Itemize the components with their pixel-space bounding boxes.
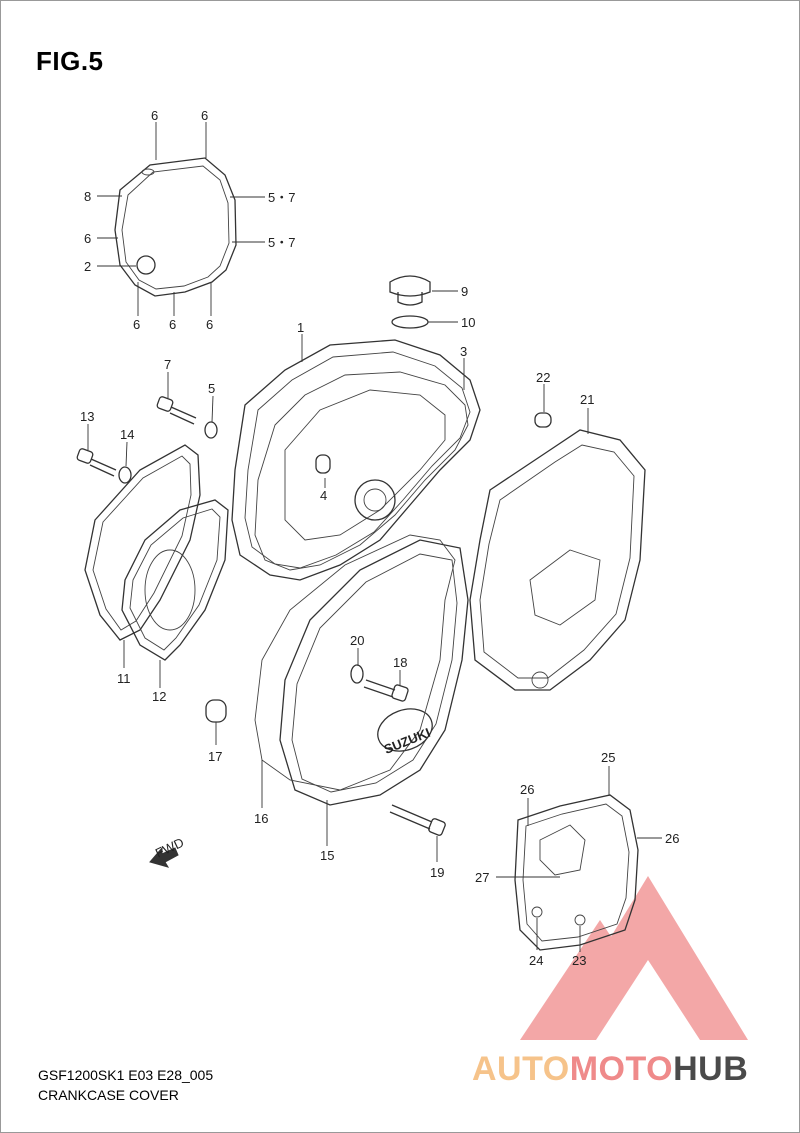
figure-title: FIG.5 — [36, 46, 104, 76]
callout-22: 22 — [536, 370, 550, 385]
callout-13: 13 — [80, 409, 94, 424]
callout-labels: 6 6 8 5・7 6 5・7 2 6 6 6 9 10 1 3 7 5 13 … — [80, 108, 679, 968]
callout-26: 26 — [520, 782, 534, 797]
callout-25: 25 — [601, 750, 615, 765]
callout-16: 16 — [254, 811, 268, 826]
callout-19: 19 — [430, 865, 444, 880]
callout-12: 12 — [152, 689, 166, 704]
dowel-part-17 — [205, 699, 227, 723]
o-ring-part-10 — [391, 315, 429, 329]
callout-3: 3 — [460, 344, 467, 359]
callout-9: 9 — [461, 284, 468, 299]
callout-6: 6 — [201, 108, 208, 123]
callout-7: 7 — [164, 357, 171, 372]
caption-name: CRANKCASE COVER — [38, 1087, 179, 1103]
callout-21: 21 — [580, 392, 594, 407]
washer-part-14 — [118, 466, 132, 484]
callout-6: 6 — [84, 231, 91, 246]
callout-27: 27 — [475, 870, 489, 885]
callout-6: 6 — [151, 108, 158, 123]
oil-filler-cap-part-9 — [389, 275, 431, 306]
callout-14: 14 — [120, 427, 134, 442]
cover-part-21 — [469, 429, 646, 691]
washer-part-5 — [204, 421, 218, 439]
callout-6: 6 — [169, 317, 176, 332]
callout-1: 1 — [297, 320, 304, 335]
callout-6: 6 — [133, 317, 140, 332]
callout-5: 5 — [208, 381, 215, 396]
callout-17: 17 — [208, 749, 222, 764]
callout-5-7: 5・7 — [268, 235, 295, 250]
gasket-part-8 — [114, 157, 237, 297]
callout-2: 2 — [84, 259, 91, 274]
callout-18: 18 — [393, 655, 407, 670]
callout-6: 6 — [206, 317, 213, 332]
watermark-part-2: MOTO — [569, 1050, 674, 1088]
callout-8: 8 — [84, 189, 91, 204]
caption-code: GSF1200SK1 E03 E28_005 — [38, 1067, 214, 1083]
gasket-part-16 — [254, 534, 456, 791]
suzuki-logo-text: SUZUKI — [382, 725, 432, 757]
washer-part-20 — [350, 664, 364, 684]
bolt-part-7 — [156, 396, 197, 425]
watermark-brand: AUTOMOTOHUB — [472, 1050, 748, 1089]
watermark-part-1: AUTO — [472, 1050, 570, 1088]
gasket-part-3 — [254, 371, 469, 571]
callout-23: 23 — [572, 953, 586, 968]
bolt-part-19 — [389, 804, 446, 836]
callout-24: 24 — [529, 953, 543, 968]
crankcase-cover-part-15 — [279, 539, 469, 806]
callout-5-7: 5・7 — [268, 190, 295, 205]
generator-cover-part-11 — [84, 444, 201, 641]
callout-26: 26 — [665, 831, 679, 846]
callout-15: 15 — [320, 848, 334, 863]
leader-lines — [87, 122, 662, 952]
bolt-part-18 — [363, 679, 409, 702]
watermark-part-3: HUB — [673, 1050, 749, 1088]
callout-10: 10 — [461, 315, 475, 330]
bolt-part-13 — [76, 448, 117, 477]
callout-11: 11 — [117, 671, 131, 686]
watermark-logo — [520, 876, 748, 1040]
callout-20: 20 — [350, 633, 364, 648]
dowel-part-22 — [534, 412, 552, 428]
gasket-part-12 — [121, 499, 229, 661]
fwd-arrow-icon — [149, 846, 179, 868]
sprocket-cover-part-25 — [514, 794, 639, 951]
callout-4: 4 — [320, 488, 327, 503]
clutch-cover-part-1 — [231, 339, 481, 581]
